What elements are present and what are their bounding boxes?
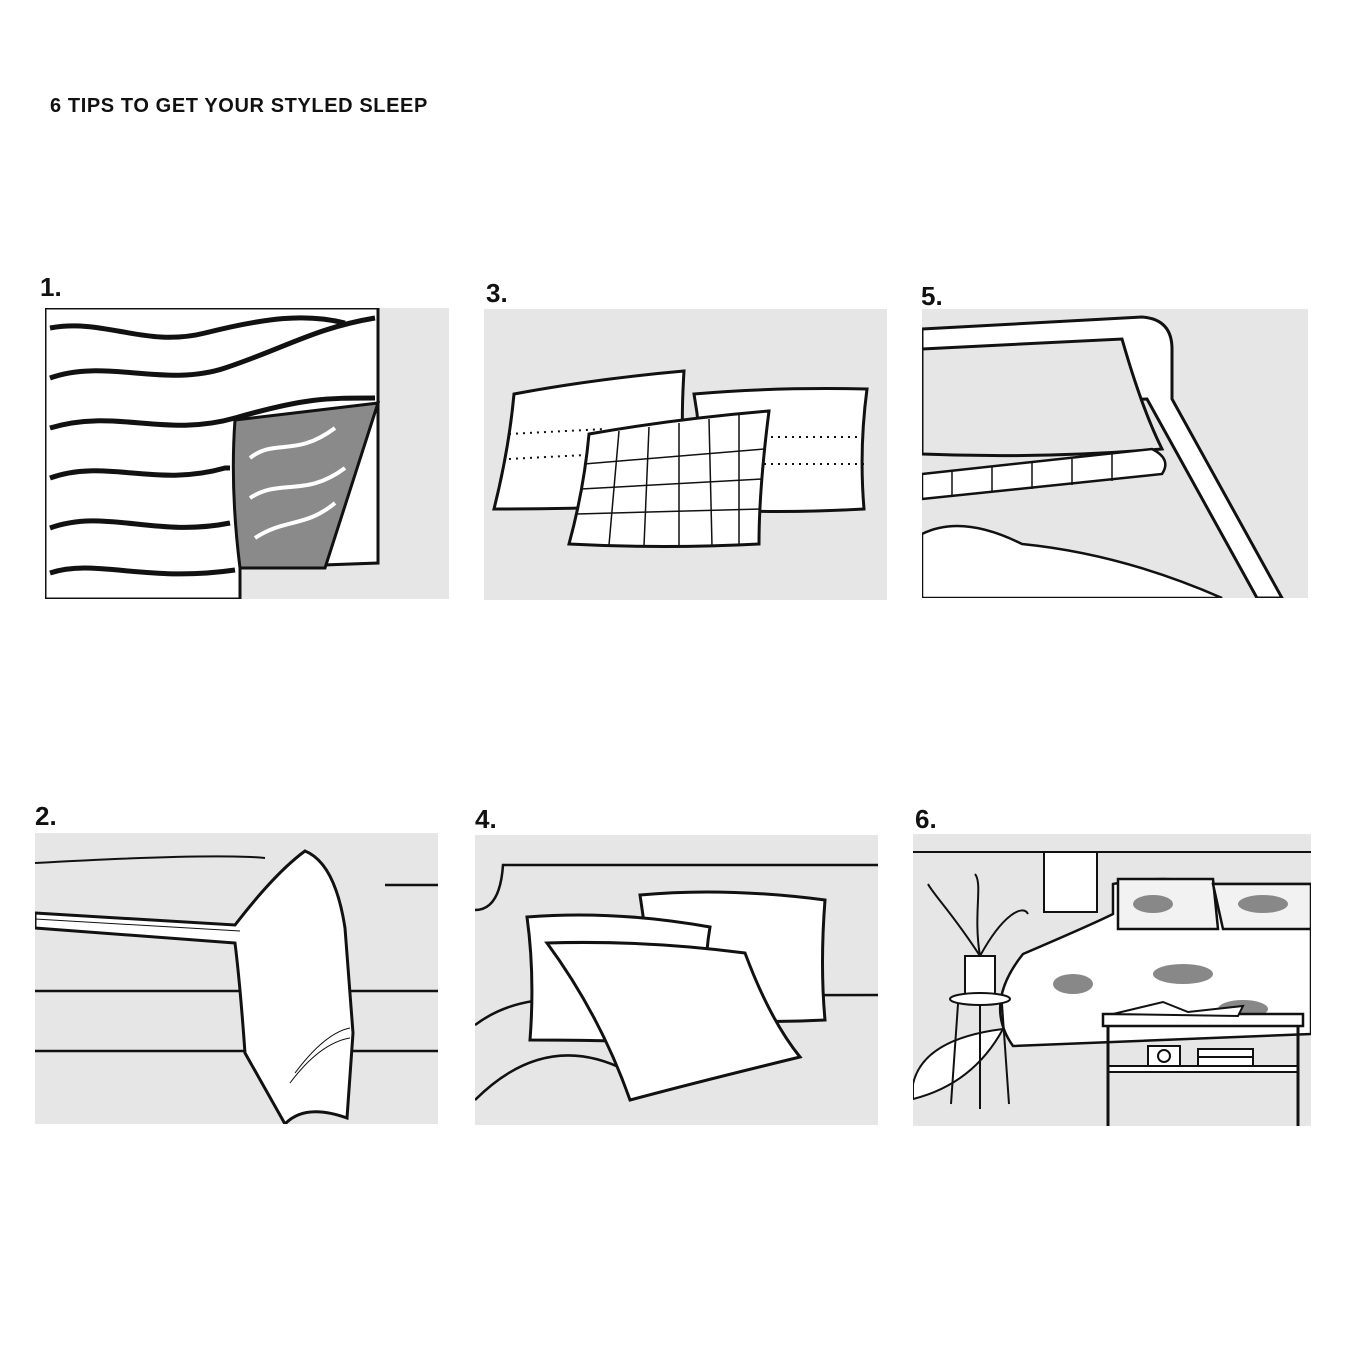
tip-number-2: 2. <box>35 801 57 831</box>
tip-illustration-4 <box>475 835 878 1125</box>
tip-illustration-3 <box>484 309 887 600</box>
tip-illustration-1 <box>45 308 449 599</box>
page-title: 6 TIPS TO GET YOUR STYLED SLEEP <box>50 95 428 117</box>
tip-illustration-5 <box>922 309 1308 598</box>
tip-number-4: 4. <box>475 804 497 834</box>
tip-number-6: 6. <box>915 804 937 834</box>
tip-illustration-6 <box>913 834 1311 1126</box>
tip-illustration-2 <box>35 833 438 1124</box>
tip-number-3: 3. <box>486 278 508 308</box>
tip-number-5: 5. <box>921 281 943 311</box>
tip-number-1: 1. <box>40 272 62 302</box>
